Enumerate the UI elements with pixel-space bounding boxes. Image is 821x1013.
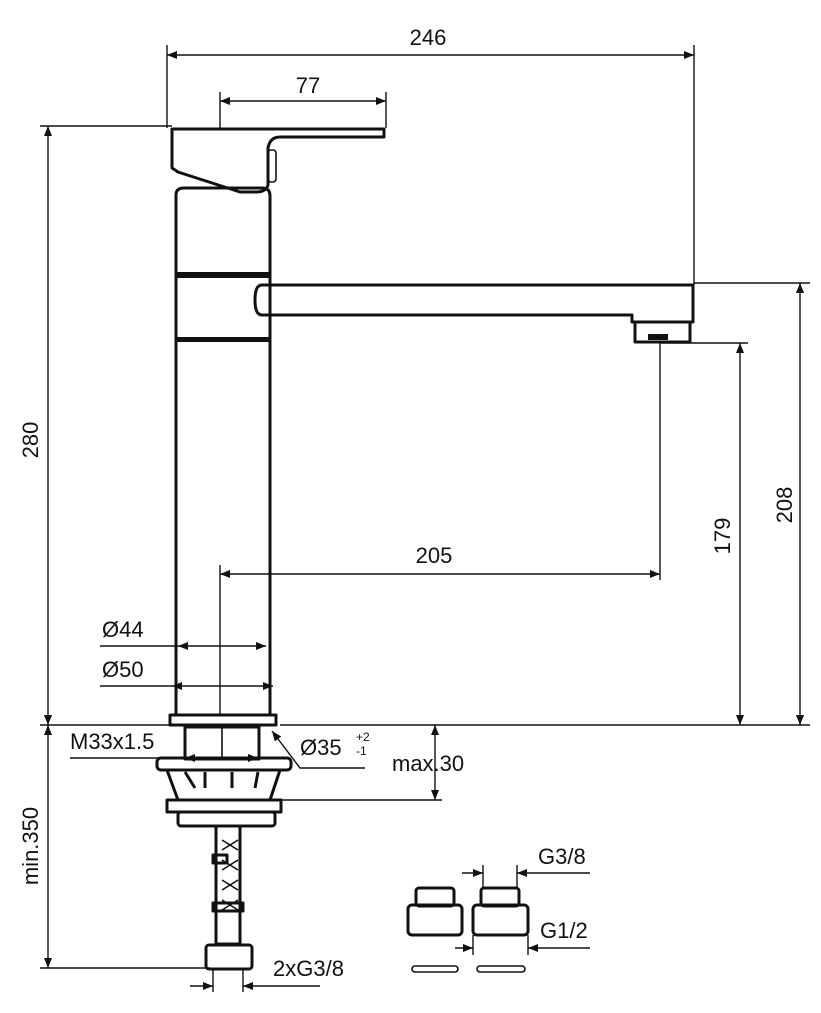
dim-min-hose: min.350 bbox=[18, 807, 43, 885]
dim-hole-diameter: Ø35 bbox=[300, 735, 342, 760]
dim-diameter-44: Ø44 bbox=[102, 617, 144, 642]
dim-aerator-height: 179 bbox=[710, 518, 735, 555]
handle-lever bbox=[170, 127, 386, 194]
spout bbox=[253, 283, 695, 344]
dim-hole-tol-minus: -1 bbox=[356, 744, 367, 758]
dim-diameter-50: Ø50 bbox=[102, 657, 144, 682]
adapters bbox=[406, 886, 530, 973]
dim-total-width: 246 bbox=[410, 25, 447, 50]
dim-spout-reach: 205 bbox=[416, 543, 453, 568]
dim-max-thickness: max.30 bbox=[392, 751, 464, 776]
supply-hose bbox=[204, 824, 254, 971]
extension-lines bbox=[40, 45, 810, 992]
dimension-lines bbox=[44, 51, 804, 990]
dim-hose-connection: 2xG3/8 bbox=[273, 956, 344, 981]
mounting-kit bbox=[155, 725, 293, 828]
dim-adapter-in: G3/8 bbox=[538, 844, 586, 869]
dim-thread: M33x1.5 bbox=[70, 729, 154, 754]
dim-hole-tol-plus: +2 bbox=[356, 730, 370, 744]
dim-handle-width: 77 bbox=[296, 73, 320, 98]
faucet-body bbox=[168, 186, 278, 727]
dim-total-height: 280 bbox=[18, 422, 43, 459]
dim-spout-height: 208 bbox=[772, 487, 797, 524]
dim-adapter-out: G1/2 bbox=[540, 918, 588, 943]
